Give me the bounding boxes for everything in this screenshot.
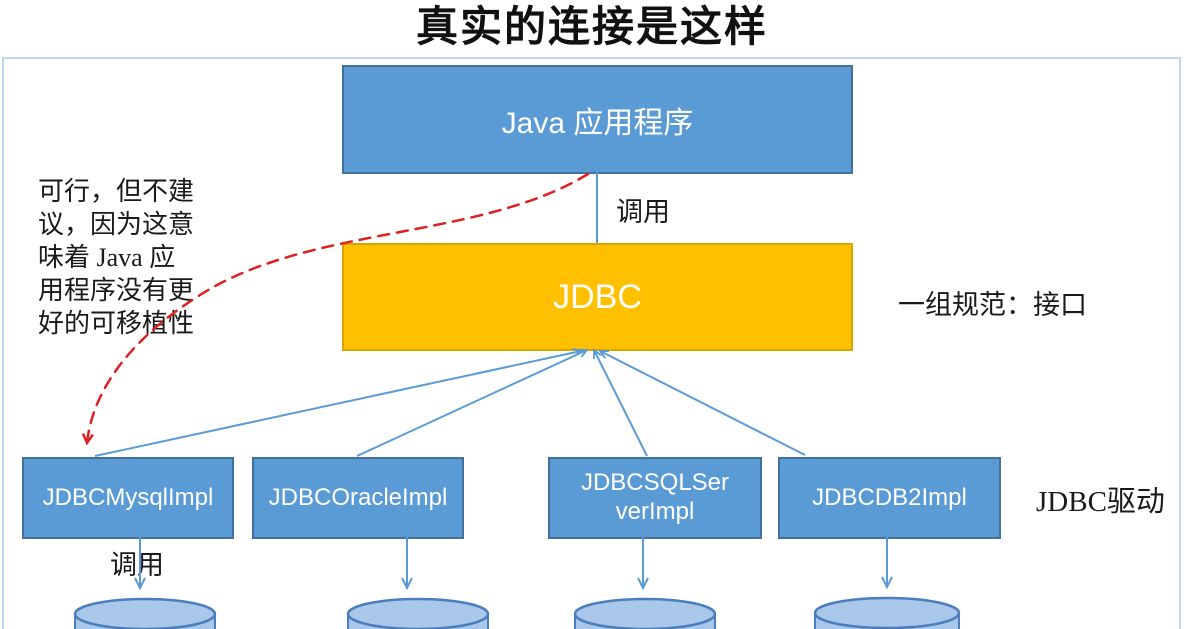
spec-note: 一组规范：接口 bbox=[898, 290, 1087, 320]
driver-label-mysql: JDBCMysqlImpl bbox=[42, 483, 214, 511]
java-application-node: Java 应用程序 bbox=[342, 65, 853, 174]
call-label-top: 调用 bbox=[616, 197, 670, 227]
call-label-bottom: 调用 bbox=[110, 550, 164, 580]
driver-node-mysql: JDBCMysqlImpl bbox=[22, 457, 234, 539]
java-application-label: Java 应用程序 bbox=[501, 106, 694, 140]
jdbc-label: JDBC bbox=[553, 277, 642, 316]
driver-node-db2: JDBCDB2Impl bbox=[778, 457, 1001, 539]
slide-title: 真实的连接是这样 bbox=[415, 5, 768, 51]
driver-label-oracle: JDBCOracleImpl bbox=[268, 483, 448, 511]
warning-line: 味着 Java 应 bbox=[38, 243, 176, 272]
driver-label-db2: JDBCDB2Impl bbox=[812, 483, 967, 511]
portability-warning-note: 可行，但不建 议，因为这意 味着 Java 应 用程序没有更 好的可移植性 bbox=[38, 175, 278, 340]
warning-line: 好的可移植性 bbox=[38, 309, 195, 338]
driver-note: JDBC驱动 bbox=[1036, 486, 1165, 518]
warning-line: 可行，但不建 bbox=[38, 177, 195, 206]
driver-node-sqlserver: JDBCSQLSer verImpl bbox=[548, 457, 762, 539]
warning-line: 用程序没有更 bbox=[38, 276, 195, 305]
warning-line: 议，因为这意 bbox=[38, 210, 195, 239]
driver-label-sqlserver: JDBCSQLSer verImpl bbox=[580, 469, 730, 525]
driver-node-oracle: JDBCOracleImpl bbox=[252, 457, 464, 539]
jdbc-node: JDBC bbox=[342, 243, 853, 351]
